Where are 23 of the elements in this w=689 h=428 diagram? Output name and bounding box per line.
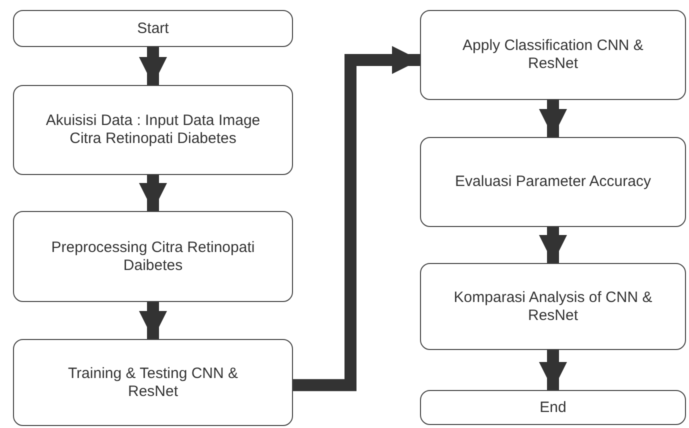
arrow [139, 175, 167, 211]
process-box [13, 10, 293, 47]
arrow [539, 100, 567, 137]
step-label: Evaluasi Parameter Accuracy [455, 173, 651, 191]
arrow [139, 47, 167, 85]
process-box [420, 263, 686, 350]
step-label: Apply Classification CNN & ResNet [462, 37, 644, 73]
step-label: Preprocessing Citra Retinopati Daibetes [50, 238, 256, 274]
step-label: Komparasi Analysis of CNN & ResNet [453, 288, 653, 324]
process-box [420, 390, 686, 425]
process-box [13, 85, 293, 175]
step-label: Akuisisi Data : Input Data Image Citra Retinopati Diabetes [44, 112, 262, 148]
arrow [539, 227, 567, 263]
arrow [139, 302, 167, 339]
process-box [13, 211, 293, 302]
process-box [420, 10, 686, 100]
process-box [420, 137, 686, 227]
step-label: Start [137, 20, 169, 38]
process-box [13, 339, 293, 426]
arrow [539, 350, 567, 390]
step-label: End [540, 398, 566, 416]
arrow [293, 46, 420, 392]
step-label: Training & Testing CNN & ResNet [66, 364, 240, 400]
